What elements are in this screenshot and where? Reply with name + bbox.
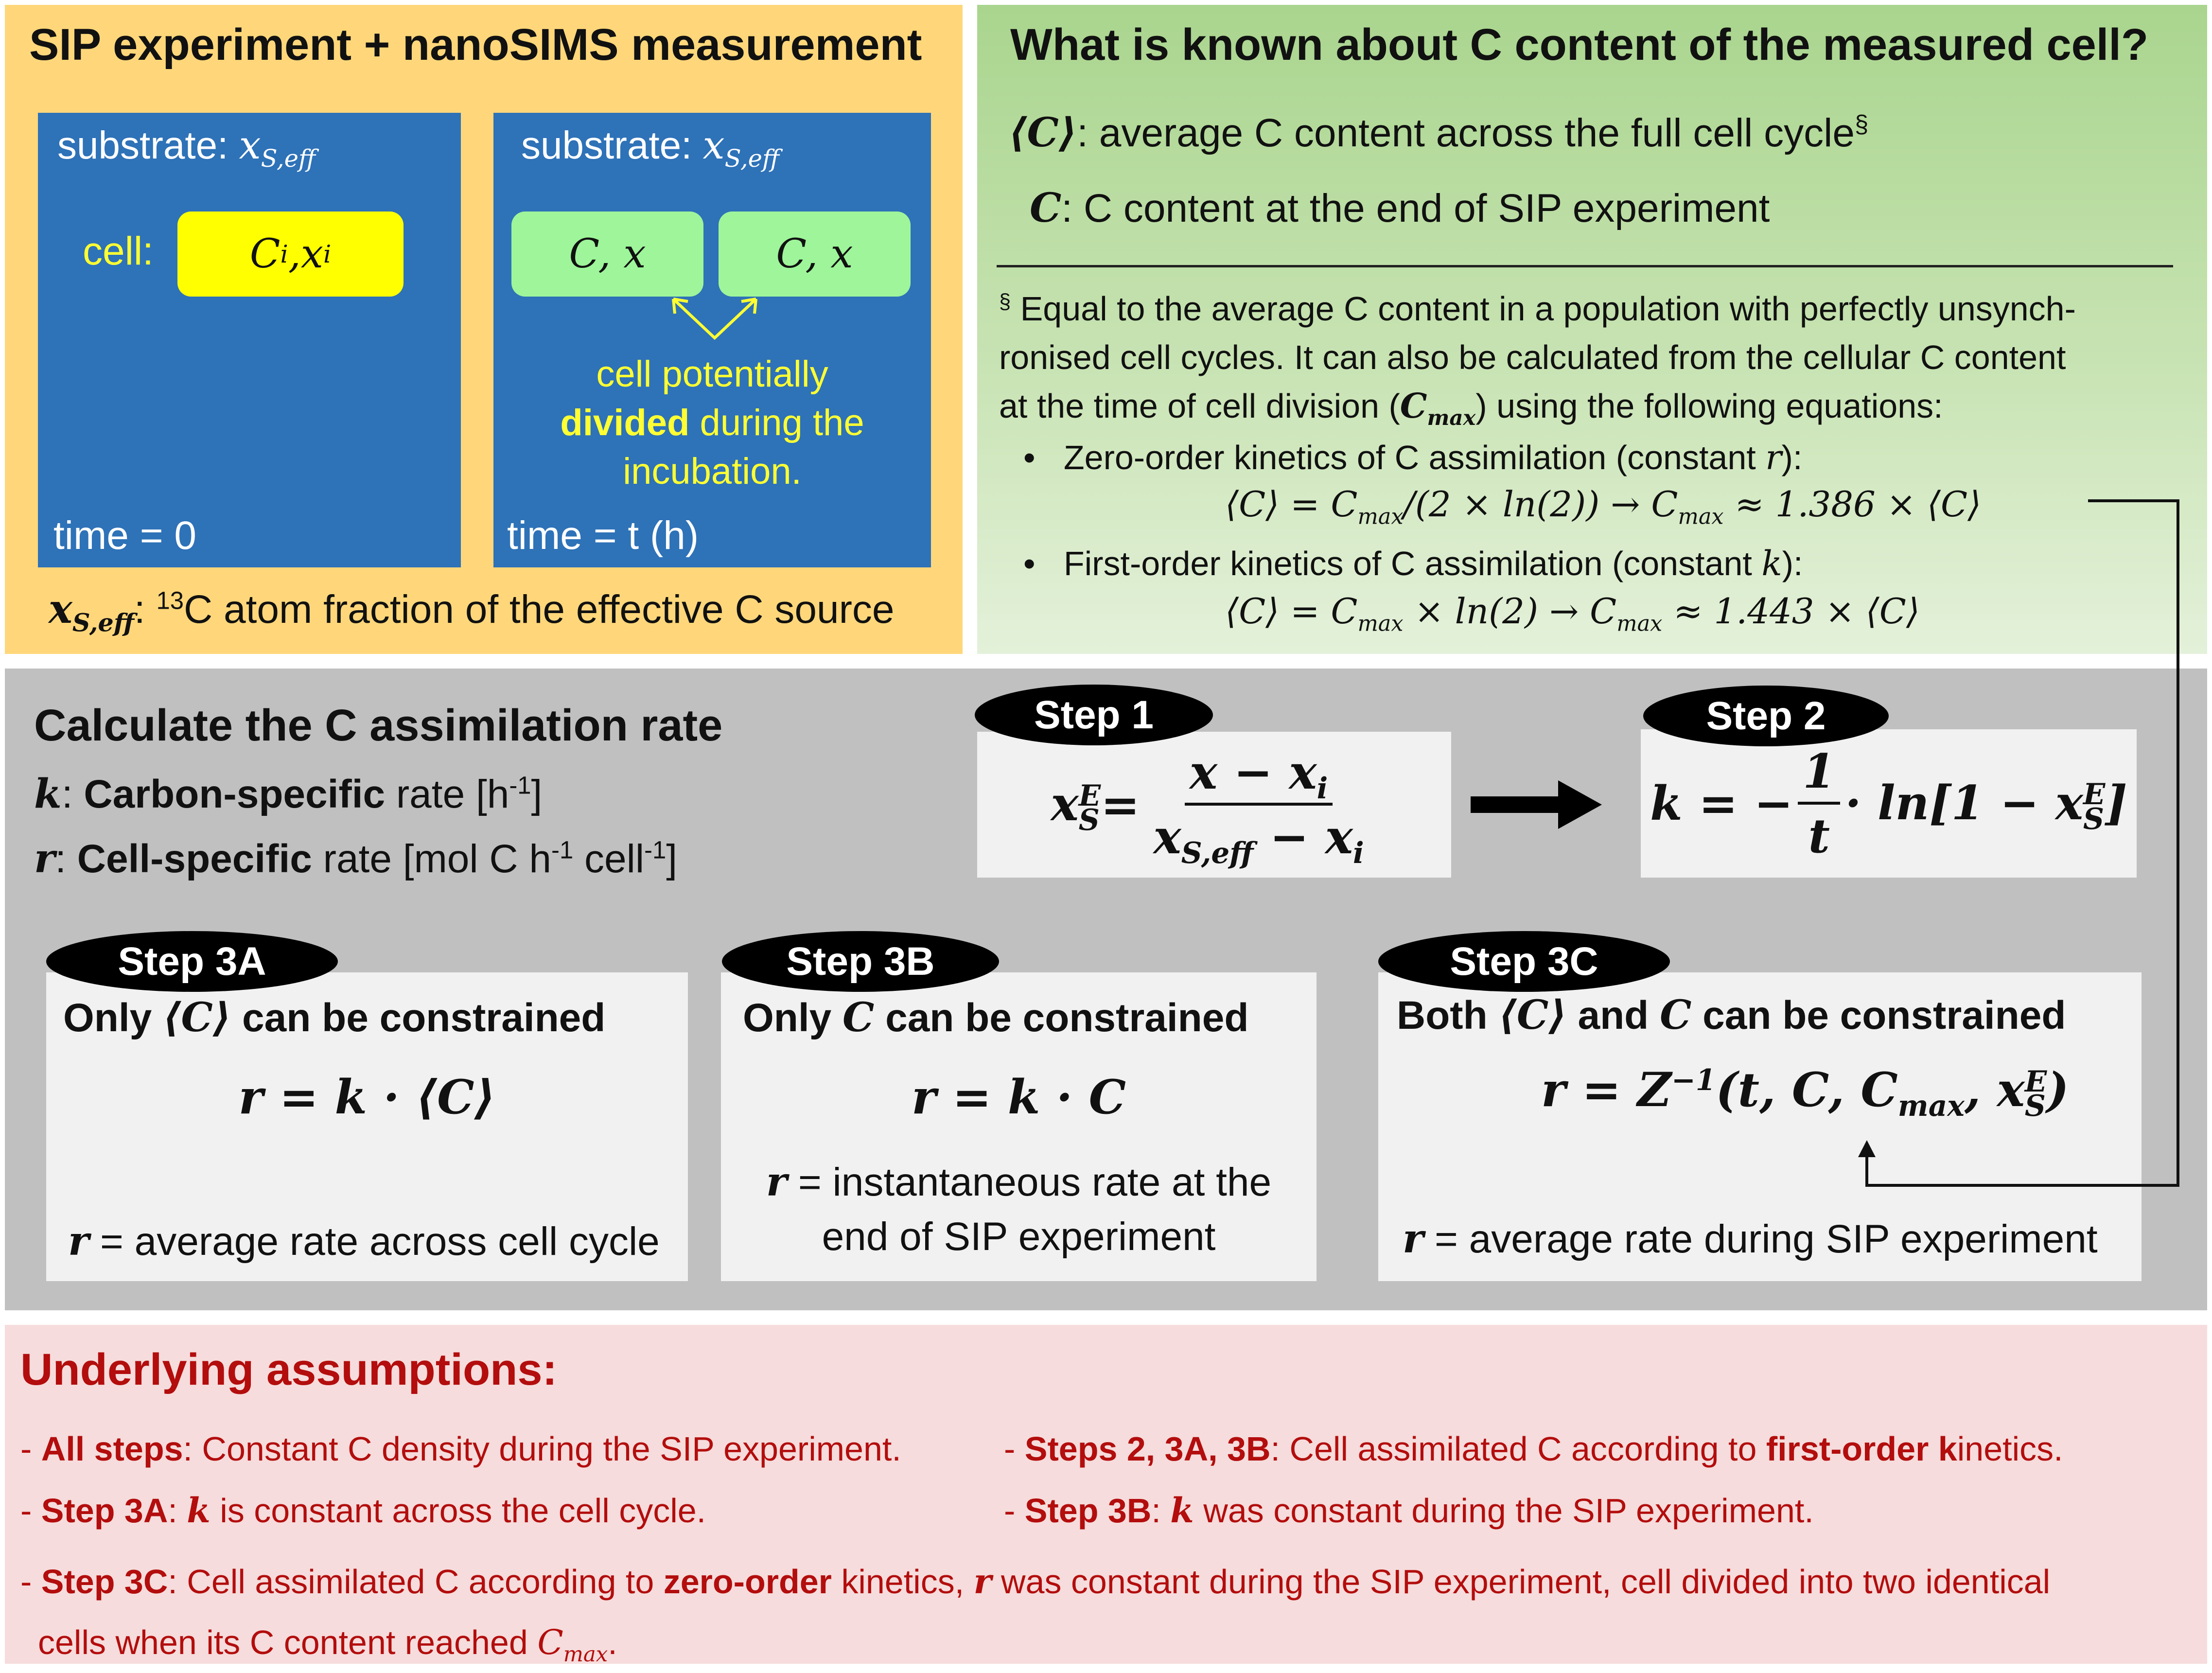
step3b-label: Step 3B	[722, 931, 999, 992]
equation-zero-order: ⟨C⟩ = Cmax/(2 × ln(2)) → Cmax ≈ 1.386 × …	[1225, 484, 1982, 529]
daughter-cell-left: C, x	[511, 211, 703, 297]
sip-title: SIP experiment + nanoSIMS measurement	[29, 20, 922, 70]
r-definition: r: Cell-specific rate [mol C h-1 cell-1]	[34, 835, 678, 882]
step3a-equation: r = k · ⟨C⟩	[238, 1070, 496, 1125]
k-definition: k: Carbon-specific rate [h-1]	[34, 771, 543, 817]
step3a-box	[46, 972, 688, 1281]
bullet-zero-order: • Zero-order kinetics of C assimilation …	[1023, 438, 1803, 477]
arrow-right-icon	[1471, 780, 1602, 829]
assumption-step-3c: - Step 3C: Cell assimilated C according …	[20, 1561, 2051, 1667]
cell-label: cell:	[83, 229, 154, 273]
step3c-box	[1378, 972, 2142, 1281]
step3a-label: Step 3A	[46, 931, 338, 992]
avg-content-line: ⟨C⟩: average C content across the full c…	[1009, 109, 1869, 156]
assumptions-panel	[0, 1320, 2212, 1669]
assumptions-title: Underlying assumptions:	[20, 1345, 558, 1394]
step1-label: Step 1	[975, 685, 1213, 745]
step3a-title: Only ⟨C⟩ can be constrained	[63, 994, 606, 1041]
end-content-line: C: C content at the end of SIP experimen…	[1030, 185, 1770, 231]
step3b-box	[721, 972, 1317, 1281]
assumption-steps-2-3a-3b: - Steps 2, 3A, 3B: Cell assimilated C ac…	[1004, 1430, 2063, 1468]
sip-footnote: xS,eff: 13C atom fraction of the effecti…	[49, 586, 895, 637]
known-title: What is known about C content of the mea…	[1010, 20, 2149, 70]
daughter-cell-right: C, x	[719, 211, 911, 297]
substrate-label-start: substrate: xS,eff	[57, 123, 316, 173]
substrate-label-end: substrate: xS,eff	[521, 123, 780, 173]
step3b-title: Only C can be constrained	[743, 994, 1249, 1041]
time-start: time = 0	[53, 513, 196, 558]
step3b-note: r = instantaneous rate at the end of SIP…	[766, 1159, 1272, 1259]
step3a-note: r = average rate across cell cycle	[68, 1218, 660, 1265]
known-note: § Equal to the average C content in a po…	[999, 290, 2076, 430]
connector-arrow-icon	[1858, 499, 2179, 1187]
assumption-step-3b: - Step 3B: k was constant during the SIP…	[1004, 1490, 1814, 1531]
division-arrows-icon	[672, 298, 757, 340]
blue-box-start	[38, 113, 461, 567]
assumption-all-steps: - All steps: Constant C density during t…	[20, 1430, 901, 1468]
step3c-title: Both ⟨C⟩ and C can be constrained	[1397, 992, 2066, 1039]
step3c-note: r = average rate during SIP experiment	[1403, 1215, 2098, 1262]
step2-label: Step 2	[1643, 686, 1889, 746]
division-note: cell potentially divided during the incu…	[560, 353, 864, 492]
step3c-label: Step 3C	[1378, 931, 1670, 992]
calc-title: Calculate the C assimilation rate	[34, 701, 723, 750]
known-panel	[972, 0, 2212, 659]
time-end: time = t (h)	[507, 513, 699, 558]
known-divider	[997, 265, 2173, 267]
bullet-first-order: • First-order kinetics of C assimilation…	[1023, 544, 1803, 583]
equation-first-order: ⟨C⟩ = Cmax × ln(2) → Cmax ≈ 1.443 × ⟨C⟩	[1225, 591, 1920, 636]
assumption-step-3a: - Step 3A: k is constant across the cell…	[20, 1490, 706, 1531]
blue-box-end	[493, 113, 931, 567]
step3b-equation: r = k · C	[911, 1070, 1126, 1125]
